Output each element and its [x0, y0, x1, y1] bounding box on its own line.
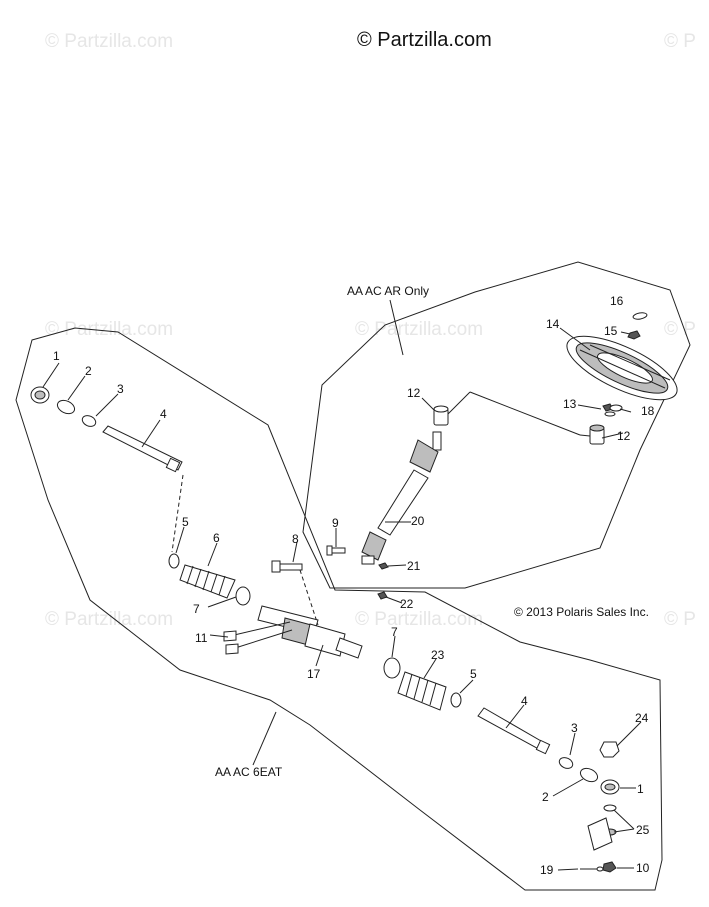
steering-shaft-20	[361, 431, 442, 565]
tie-rod-4-left	[102, 425, 183, 473]
watermark-tile: © Partzilla.com	[355, 319, 483, 340]
callout-9: 9	[332, 516, 339, 530]
top-group-label: AA AC AR Only	[347, 284, 429, 298]
steering-rack-17	[257, 605, 363, 659]
callout-23: 23	[431, 648, 445, 662]
callout-12-upper: 12	[407, 386, 421, 400]
callout-3-left: 3	[117, 382, 124, 396]
callout-4-right: 4	[521, 694, 528, 708]
bolt-9	[326, 545, 346, 556]
callout-6: 6	[213, 531, 220, 545]
callout-13: 13	[563, 397, 577, 411]
bushing-12-lower	[589, 424, 605, 445]
watermark-tile: © Partzilla.com	[45, 31, 173, 52]
top-group-outline	[302, 261, 691, 589]
copyright-label: © 2013 Polaris Sales Inc.	[514, 605, 649, 619]
wheel-nut-15	[627, 330, 641, 340]
clamp-7-left	[235, 586, 251, 606]
ball-joint-1-right	[600, 779, 620, 795]
boot-6	[179, 564, 236, 599]
callout-17: 17	[307, 667, 321, 681]
callout-5-left: 5	[182, 515, 189, 529]
callout-1-right: 1	[637, 782, 644, 796]
spindle-arm	[587, 817, 613, 851]
bushing-link-line	[579, 434, 591, 437]
ball-joint-1-left	[30, 386, 50, 404]
bottom-group-outline	[15, 327, 663, 891]
steering-wheel	[566, 335, 678, 401]
callout-21: 21	[407, 559, 421, 573]
bushing-link-line	[447, 391, 471, 415]
callout-4-left: 4	[160, 407, 167, 421]
clamp-5-left	[168, 553, 180, 569]
boot-23	[397, 671, 447, 711]
callout-14: 14	[546, 317, 560, 331]
nut-24	[599, 741, 620, 758]
bottom-group-leader	[252, 711, 277, 766]
callout-22: 22	[400, 597, 414, 611]
callout-18: 18	[641, 404, 655, 418]
watermark-tile: © Partzilla.com	[45, 319, 173, 340]
callout-10: 10	[636, 861, 650, 875]
watermark-tile: © Partzilla.com	[355, 609, 483, 630]
watermark-tile: © P	[664, 31, 696, 52]
watermark-main: © Partzilla.com	[357, 29, 492, 51]
clamp-5-right	[450, 692, 462, 708]
callout-5-right: 5	[470, 667, 477, 681]
bushing-link-line	[469, 391, 581, 436]
callout-7-right: 7	[391, 625, 398, 639]
callout-12-lower: 12	[617, 429, 631, 443]
tie-rod-axis-line	[171, 474, 184, 553]
callout-19: 19	[540, 863, 554, 877]
callout-3-right: 3	[571, 721, 578, 735]
callout-leader-lines	[42, 327, 642, 871]
callout-1-left: 1	[53, 349, 60, 363]
callout-15: 15	[604, 324, 618, 338]
nut-3-right	[558, 757, 574, 769]
cotter-pin-19	[580, 866, 604, 872]
callout-11: 11	[195, 631, 208, 645]
callout-7-left: 7	[193, 602, 200, 616]
bracket-11	[223, 621, 293, 655]
jam-nut-2-left	[56, 399, 76, 415]
callout-8: 8	[292, 532, 299, 546]
nut-10	[602, 861, 617, 873]
bushing-12-upper	[433, 405, 449, 426]
bottom-group-label: AA AC 6EAT	[215, 765, 283, 779]
nut-21	[378, 562, 389, 570]
wheel-cap-16	[632, 312, 648, 320]
nut-3-left	[81, 415, 97, 427]
nut-22	[377, 591, 388, 600]
tie-rod-4-right	[477, 707, 551, 755]
bolt-8	[271, 560, 303, 573]
callout-20: 20	[411, 514, 425, 528]
clamp-7-right	[383, 657, 401, 679]
watermark-tile: © P	[664, 319, 696, 340]
washer-18	[604, 404, 623, 417]
watermark-tile: © Partzilla.com	[45, 609, 173, 630]
callout-2-left: 2	[85, 364, 92, 378]
callout-16: 16	[610, 294, 624, 308]
callout-25: 25	[636, 823, 650, 837]
callout-2-right: 2	[542, 790, 549, 804]
watermark-tile: © P	[664, 609, 696, 630]
jam-nut-2-right	[579, 767, 599, 783]
bolt-axis-line	[299, 569, 319, 626]
top-group-leader	[389, 299, 404, 356]
callout-numbers: 1 2 3 4 5 6 7 8 9 11 12 12 13 14 15 16 1…	[53, 294, 655, 877]
callout-24: 24	[635, 711, 649, 725]
